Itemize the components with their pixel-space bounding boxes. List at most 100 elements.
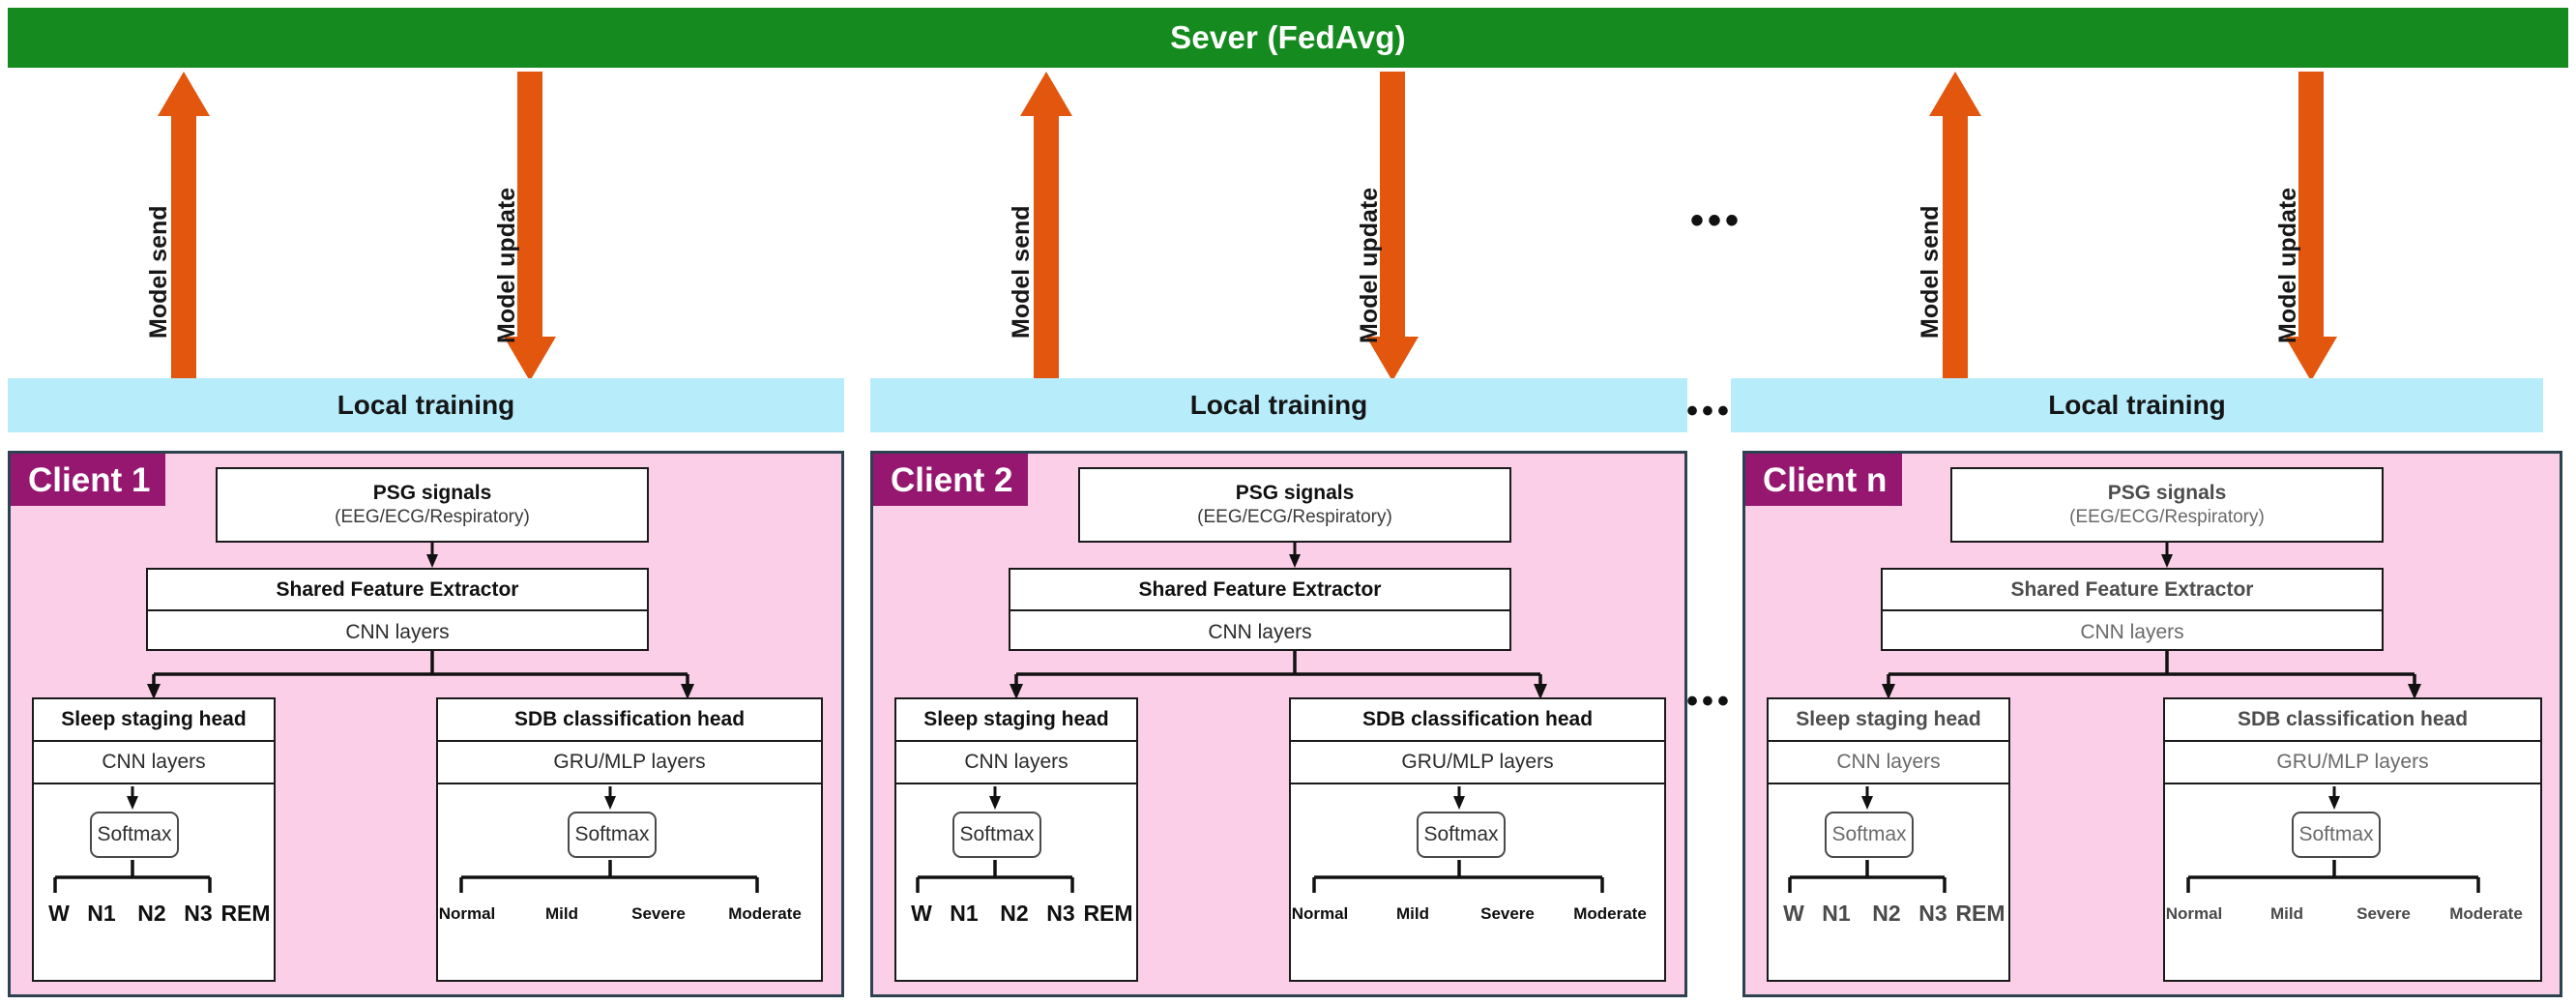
- arrow-shaft: [2298, 72, 2324, 340]
- sdb-class-label: Normal: [2165, 904, 2223, 923]
- arrowhead-up-icon: [1929, 72, 1981, 116]
- local-training-bar-client-n: Local training: [1731, 378, 2543, 432]
- local-training-label: Local training: [337, 390, 515, 420]
- local-training-label: Local training: [2048, 390, 2226, 420]
- sdb-class-label: Severe: [2356, 904, 2411, 923]
- server-bar: Sever (FedAvg): [8, 8, 2568, 68]
- sleep-class-label: REM: [220, 901, 271, 926]
- sdb-class-label: Normal: [438, 904, 496, 923]
- model-send-label-client-2: Model send: [1008, 205, 1035, 339]
- sdb-class-label: Severe: [1480, 904, 1535, 923]
- sleep-staging-head-box-2: Sleep staging head CNN layers Softmax W …: [894, 697, 1138, 982]
- sdb-classification-head-box-1: SDB classification head GRU/MLP layers S…: [436, 697, 823, 982]
- client-panel-1[interactable]: Client 1 PSG signals (EEG/ECG/Respirator…: [8, 451, 844, 997]
- ellipsis-arrows: •••: [1689, 199, 1743, 242]
- sleep-class-label: W: [1783, 901, 1804, 926]
- arrowhead-down-icon: [2285, 337, 2337, 381]
- model-send-label-client-1: Model send: [145, 205, 172, 339]
- softmax-chip-sdb-2: Softmax: [1417, 812, 1506, 858]
- extractor-subtitle: CNN layers: [2080, 620, 2184, 643]
- sdb-head-title: SDB classification head: [438, 699, 821, 742]
- sdb-head-subtitle: GRU/MLP layers: [1291, 742, 1664, 784]
- sleep-class-label: N2: [137, 901, 166, 926]
- psg-signals-subtitle: (EEG/ECG/Respiratory): [335, 507, 530, 527]
- client-panel-2[interactable]: Client 2 PSG signals (EEG/ECG/Respirator…: [870, 451, 1687, 997]
- model-send-label-client-n: Model send: [1917, 205, 1944, 339]
- ellipsis-local-training: •••: [1686, 393, 1733, 429]
- sleep-class-label: W: [48, 901, 70, 926]
- sdb-class-label: Severe: [631, 904, 686, 923]
- model-update-label-client-1: Model update: [493, 187, 520, 343]
- psg-signals-title: PSG signals: [2107, 482, 2227, 504]
- local-training-label: Local training: [1189, 390, 1368, 420]
- arrowhead-down-icon: [1366, 337, 1419, 381]
- sleep-head-title: Sleep staging head: [896, 699, 1136, 742]
- sleep-class-label: N3: [1046, 901, 1075, 926]
- ellipsis-clients: •••: [1686, 683, 1733, 720]
- psg-signals-box-2: PSG signals (EEG/ECG/Respiratory): [1078, 467, 1511, 543]
- sleep-staging-head-box-n: Sleep staging head CNN layers Softmax W …: [1767, 697, 2010, 982]
- sleep-class-label: N1: [950, 901, 979, 926]
- sleep-class-label: N1: [87, 901, 116, 926]
- sdb-head-title: SDB classification head: [1291, 699, 1664, 742]
- psg-signals-subtitle: (EEG/ECG/Respiratory): [2069, 507, 2265, 527]
- extractor-subtitle: CNN layers: [345, 620, 450, 643]
- sdb-class-label: Moderate: [1573, 904, 1647, 923]
- sleep-staging-head-box-1: Sleep staging head CNN layers Softmax W …: [32, 697, 276, 982]
- local-training-bar-client-2: Local training: [870, 378, 1687, 432]
- sdb-class-label: Mild: [2270, 904, 2303, 923]
- client-badge-n: Client n: [1745, 454, 1903, 506]
- model-update-label-client-n: Model update: [2274, 187, 2301, 343]
- sdb-class-label: Moderate: [728, 904, 802, 923]
- sleep-class-label: N1: [1822, 901, 1851, 926]
- softmax-chip-sleep-n: Softmax: [1825, 812, 1914, 858]
- sdb-classification-head-box-n: SDB classification head GRU/MLP layers S…: [2163, 697, 2542, 982]
- arrowhead-down-icon: [504, 337, 556, 381]
- sdb-class-label: Mild: [545, 904, 578, 923]
- sdb-class-label: Moderate: [2449, 904, 2523, 923]
- client-badge-2: Client 2: [873, 454, 1029, 506]
- psg-signals-title: PSG signals: [372, 482, 492, 504]
- arrow-shaft: [171, 112, 196, 381]
- extractor-title: Shared Feature Extractor: [148, 570, 647, 611]
- client-badge-1: Client 1: [11, 454, 166, 506]
- softmax-chip-sleep-1: Softmax: [90, 812, 179, 858]
- arrow-shaft: [1380, 72, 1405, 340]
- sdb-head-subtitle: GRU/MLP layers: [438, 742, 821, 784]
- sleep-class-label: N2: [1872, 901, 1901, 926]
- sleep-head-subtitle: CNN layers: [1769, 742, 2008, 784]
- arrow-shaft: [517, 72, 542, 340]
- softmax-chip-sdb-n: Softmax: [2292, 812, 2381, 858]
- arrowhead-up-icon: [1020, 72, 1072, 116]
- client-name: Client n: [1763, 460, 1888, 499]
- client-panel-n[interactable]: Client n PSG signals (EEG/ECG/Respirator…: [1742, 451, 2562, 997]
- sdb-head-subtitle: GRU/MLP layers: [2165, 742, 2540, 784]
- extractor-title: Shared Feature Extractor: [1010, 570, 1509, 611]
- server-title: Sever (FedAvg): [1170, 19, 1406, 55]
- arrowhead-up-icon: [158, 72, 210, 116]
- sdb-class-label: Normal: [1291, 904, 1349, 923]
- sleep-head-title: Sleep staging head: [1769, 699, 2008, 742]
- psg-signals-title: PSG signals: [1235, 482, 1355, 504]
- sleep-class-label: N3: [184, 901, 213, 926]
- client-name: Client 2: [891, 460, 1013, 499]
- arrow-shaft: [1034, 112, 1059, 381]
- psg-signals-subtitle: (EEG/ECG/Respiratory): [1197, 507, 1392, 527]
- sleep-class-label: REM: [1083, 901, 1133, 926]
- local-training-bar-client-1: Local training: [8, 378, 844, 432]
- sleep-class-label: W: [911, 901, 932, 926]
- psg-signals-box-1: PSG signals (EEG/ECG/Respiratory): [216, 467, 649, 543]
- sleep-head-subtitle: CNN layers: [34, 742, 274, 784]
- client-name: Client 1: [28, 460, 151, 499]
- shared-feature-extractor-box-2: Shared Feature Extractor CNN layers: [1009, 568, 1511, 651]
- sleep-class-label: N3: [1918, 901, 1947, 926]
- extractor-subtitle: CNN layers: [1208, 620, 1312, 643]
- shared-feature-extractor-box-n: Shared Feature Extractor CNN layers: [1881, 568, 2384, 651]
- sdb-classification-head-box-2: SDB classification head GRU/MLP layers S…: [1289, 697, 1666, 982]
- sdb-head-title: SDB classification head: [2165, 699, 2540, 742]
- model-update-label-client-2: Model update: [1356, 187, 1383, 343]
- psg-signals-box-n: PSG signals (EEG/ECG/Respiratory): [1950, 467, 2384, 543]
- softmax-chip-sleep-2: Softmax: [952, 812, 1041, 858]
- sleep-head-subtitle: CNN layers: [896, 742, 1136, 784]
